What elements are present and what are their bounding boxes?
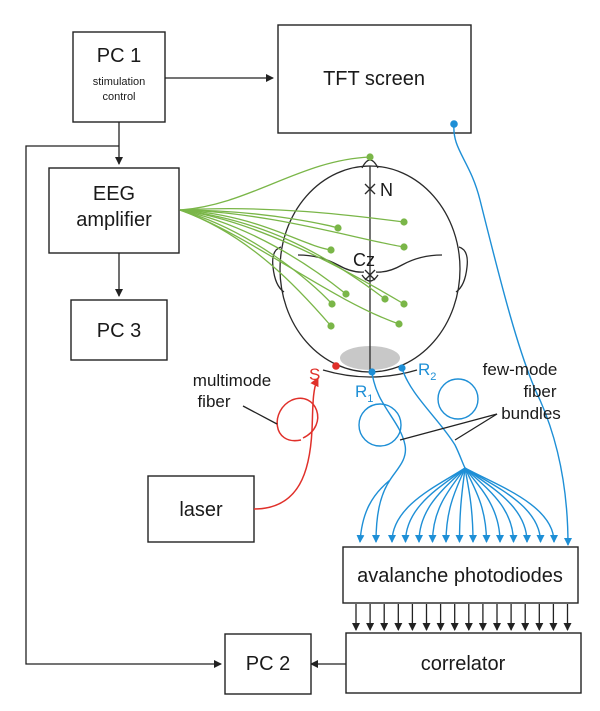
pc1-title: PC 1: [97, 45, 141, 67]
pc3-box: PC 3: [70, 299, 168, 361]
r1-label: R1: [355, 382, 373, 405]
cz-label: Cz: [353, 250, 375, 270]
electrode: [381, 295, 389, 303]
r2-fiber-strand: [464, 467, 558, 543]
pc3-label: PC 3: [97, 320, 141, 342]
eeg-electrodes: [327, 153, 408, 330]
apd-box: avalanche photodiodes: [342, 546, 579, 604]
electrode: [400, 243, 408, 251]
eeg-label-1: EEG: [93, 183, 135, 205]
correlator-label: correlator: [421, 653, 506, 675]
head-outline: N Cz: [272, 159, 468, 378]
source-fiber: S: [253, 362, 340, 510]
r2-fiber-strand: [464, 467, 518, 543]
r2-fiber-strand: [455, 467, 466, 543]
electrode: [400, 300, 408, 308]
r2-fiber-strand: [464, 467, 491, 543]
r2-fiber-strand: [464, 467, 477, 543]
electrode: [395, 320, 403, 328]
pc1-box: PC 1 stimulation control: [72, 31, 166, 123]
pc1-subtitle-2: control: [102, 91, 135, 103]
eeg-electrode-wires: [179, 156, 405, 327]
r2-fiber-strand: [464, 467, 504, 543]
r2-fiber-strand: [464, 467, 531, 543]
r2-fiber-strand: [401, 467, 466, 543]
electrode: [400, 218, 408, 226]
nasion-label: N: [380, 180, 393, 200]
r1-point: [368, 368, 376, 376]
r2-label: R2: [418, 360, 436, 383]
r2-fiber-strand: [442, 467, 466, 543]
fewmode-label-3: bundles: [501, 404, 561, 423]
laser-box: laser: [147, 475, 255, 543]
multimode-label-1: multimode: [193, 371, 271, 390]
apd-label: avalanche photodiodes: [357, 565, 563, 587]
r2-fiber-strand: [388, 467, 466, 543]
r2-fiber-strand: [428, 467, 466, 543]
electrode: [327, 246, 335, 254]
r1-fiber-strand: [372, 479, 391, 543]
tft-screen-box: TFT screen: [277, 24, 472, 134]
electrode: [334, 224, 342, 232]
multimode-fiber-annotation: multimode fiber: [193, 371, 278, 425]
electrode: [366, 153, 374, 161]
electrode: [342, 290, 350, 298]
nasion-marker: [364, 183, 376, 195]
apd-to-correlator-arrows: [352, 604, 572, 631]
r1-fiber-loop: [358, 403, 402, 447]
r2-fiber-strand: [415, 467, 466, 543]
correlator-box: correlator: [345, 632, 582, 694]
tft-screen-label: TFT screen: [323, 68, 425, 90]
cz-marker: [364, 269, 376, 281]
eeg-amplifier-box: EEG amplifier: [48, 167, 180, 254]
pc2-box: PC 2: [224, 633, 312, 695]
fewmode-bundles-annotation: few-mode fiber bundles: [399, 360, 561, 441]
electrode: [327, 322, 335, 330]
fewmode-label-1: few-mode: [483, 360, 558, 379]
r2-point: [398, 364, 406, 372]
fewmode-label-2: fiber: [523, 382, 556, 401]
source-label: S: [309, 365, 320, 384]
pc2-label: PC 2: [246, 653, 290, 675]
r1-fiber-strand: [356, 479, 391, 543]
pc1-subtitle-1: stimulation: [93, 76, 146, 88]
control-connections: [25, 74, 346, 668]
r2-fiber-loop: [437, 378, 479, 420]
r2-fiber-strand: [464, 467, 545, 543]
multimode-label-2: fiber: [197, 392, 230, 411]
source-point: [332, 362, 340, 370]
eeg-label-2: amplifier: [76, 209, 152, 231]
detector-fibers: [356, 120, 572, 546]
laser-label: laser: [179, 499, 223, 521]
tft-photodiode-point: [450, 120, 458, 128]
electrode: [328, 300, 336, 308]
